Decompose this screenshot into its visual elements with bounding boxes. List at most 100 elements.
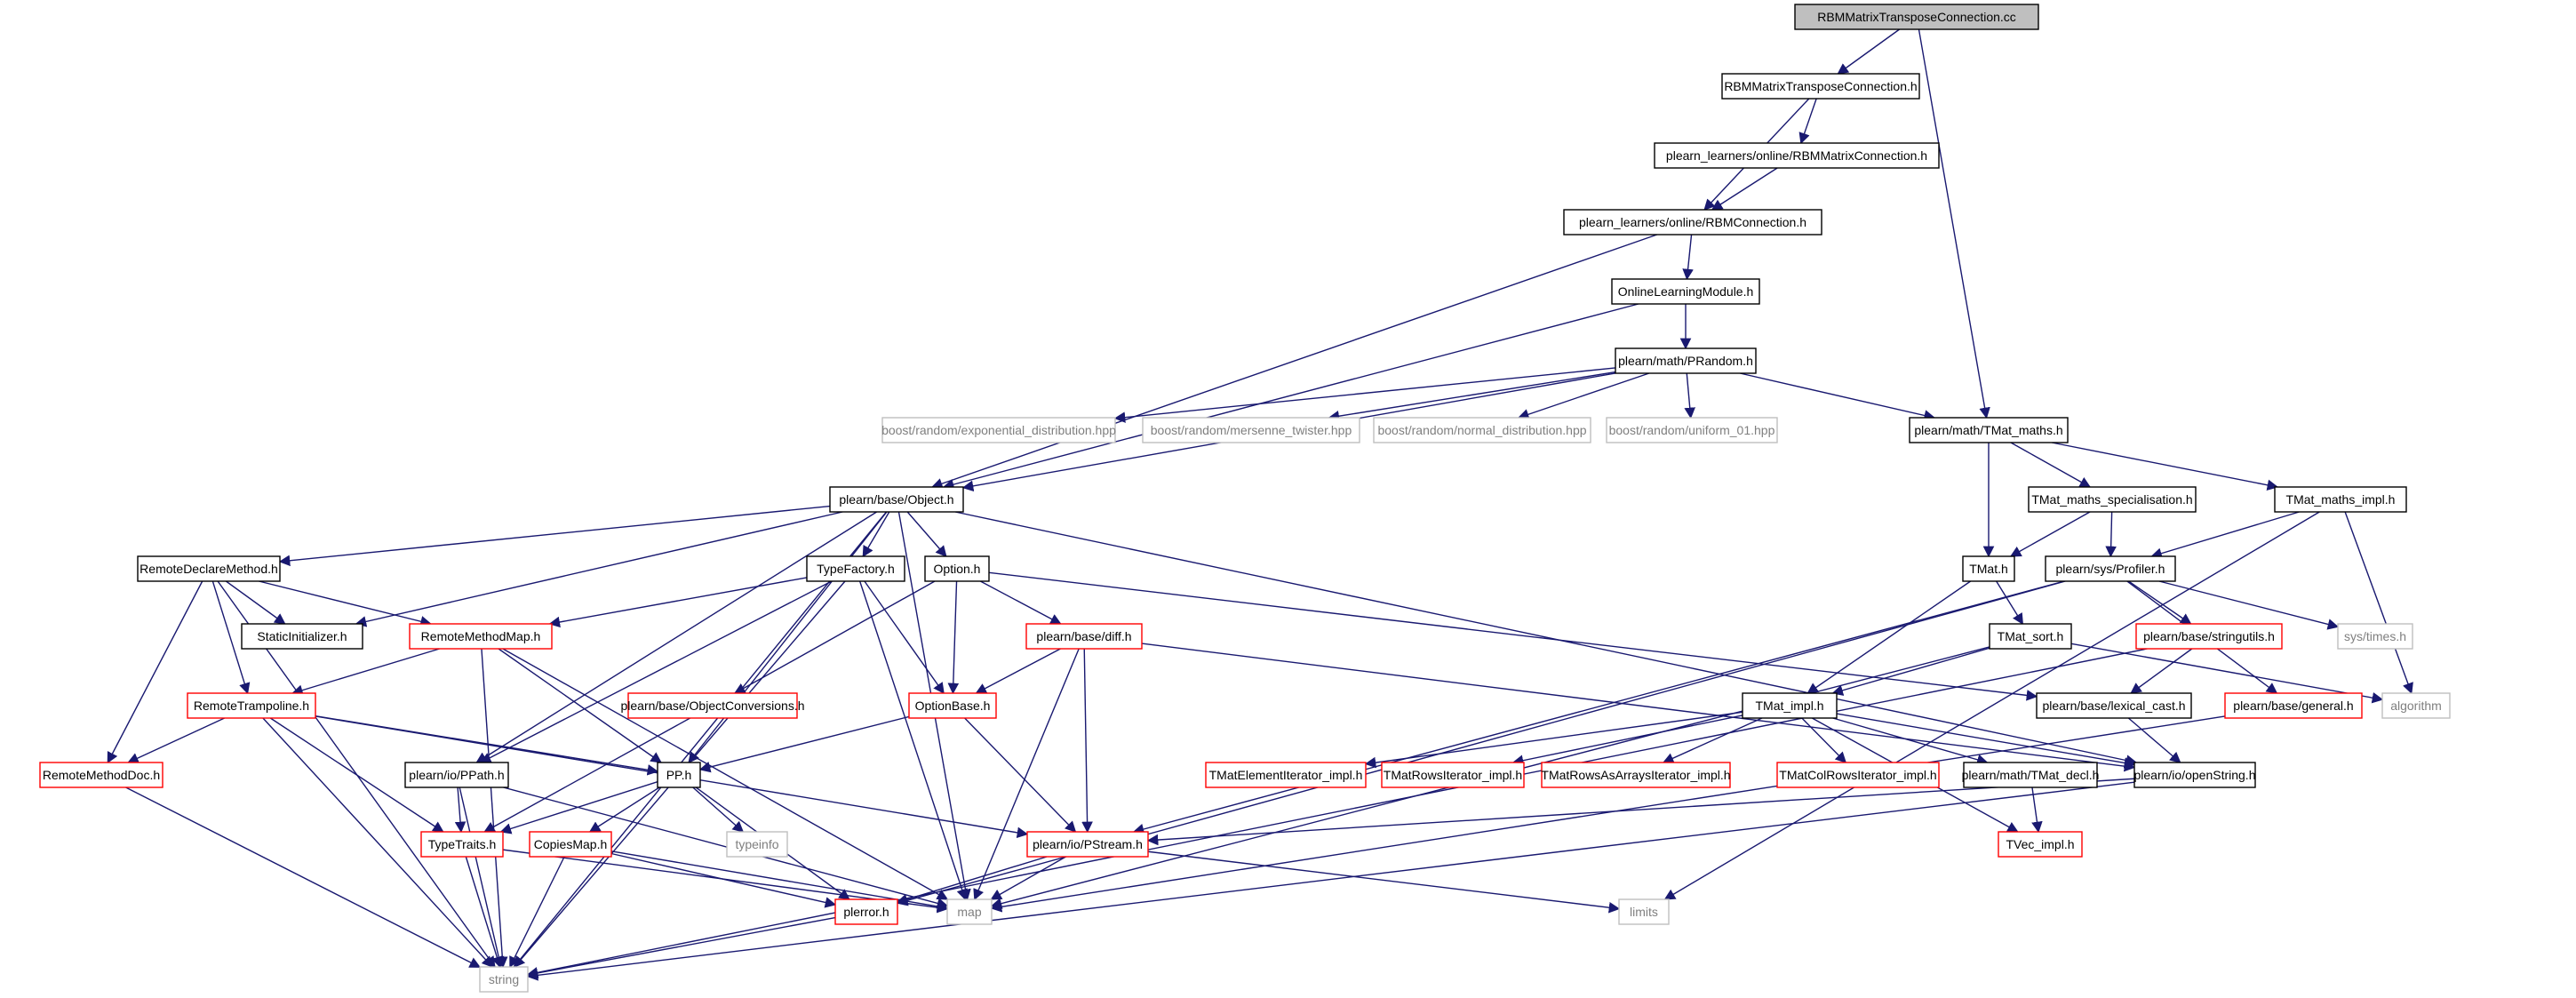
node-rbmmc-h[interactable]: plearn_learners/online/RBMMatrixConnecti… — [1654, 142, 1940, 169]
node-box — [829, 486, 964, 513]
edge-object_h-to-option_h — [906, 511, 947, 557]
node-limits[interactable]: limits — [1618, 898, 1670, 925]
node-option-h[interactable]: Option.h — [924, 555, 990, 582]
node-box — [1721, 73, 1920, 100]
node-label: CopiesMap.h — [534, 837, 608, 851]
node-string[interactable]: string — [479, 966, 529, 993]
node-typetraits-h[interactable]: TypeTraits.h — [420, 831, 504, 858]
node-typeinfo[interactable]: typeinfo — [726, 831, 788, 858]
node-tmat-impl-maths-h[interactable]: TMat_maths_impl.h — [2274, 486, 2407, 513]
edge-rmm_h-to-string — [481, 648, 508, 969]
edge-object_h-to-static_init_h — [355, 511, 843, 627]
node-label: plearn/io/PPath.h — [409, 768, 504, 782]
node-perror-h[interactable]: plerror.h — [834, 898, 898, 925]
node-stringutils-h[interactable]: plearn/base/stringutils.h — [2135, 623, 2283, 650]
node-rdm-h[interactable]: RemoteDeclareMethod.h — [137, 555, 281, 582]
node-label: TypeTraits.h — [428, 837, 497, 851]
node-prandom-h[interactable]: plearn/math/PRandom.h — [1615, 347, 1757, 374]
node-diff-h[interactable]: plearn/base/diff.h — [1025, 623, 1143, 650]
node-tmat-colrows-h[interactable]: TMatColRowsIterator_impl.h — [1776, 762, 1940, 788]
edge-rmm_h-to-rtramp_h — [291, 648, 440, 696]
node-openstring-h[interactable]: plearn/io/openString.h — [2133, 762, 2256, 788]
node-systimes-h[interactable]: sys/times.h — [2337, 623, 2413, 650]
edge-tmat_spec_h-to-profiler_h — [2105, 511, 2117, 558]
node-label: OnlineLearningModule.h — [1618, 284, 1754, 299]
node-tmat-maths-h[interactable]: plearn/math/TMat_maths.h — [1909, 417, 2069, 443]
node-label: plearn/base/diff.h — [1036, 629, 1131, 643]
edge-rdm_h-to-rmdoc_h — [107, 580, 203, 764]
node-map[interactable]: map — [946, 898, 993, 925]
node-label: plearn_learners/online/RBMMatrixConnecti… — [1666, 148, 1927, 163]
node-label: string — [489, 972, 519, 986]
node-label: TVec_impl.h — [2006, 837, 2074, 851]
edge-tmat_impl_maths_h-to-profiler_h — [2150, 511, 2300, 559]
edge-rtramp_h-to-typetraits_h — [269, 717, 444, 833]
node-label: map — [957, 905, 981, 919]
node-label: boost/random/uniform_01.hpp — [1609, 423, 1775, 437]
node-label: boost/random/exponential_distribution.hp… — [881, 423, 1116, 437]
edge-tmat_impl_h-to-openstring_h — [1836, 713, 2136, 769]
node-box — [187, 692, 316, 719]
node-boost-uni[interactable]: boost/random/uniform_01.hpp — [1606, 417, 1778, 443]
node-boost-mt[interactable]: boost/random/mersenne_twister.hpp — [1142, 417, 1360, 443]
node-tmat-sort-h[interactable]: TMat_sort.h — [1989, 623, 2072, 650]
node-copiesmap-h[interactable]: CopiesMap.h — [529, 831, 612, 858]
edge-prandom_h-to-boost_uni — [1684, 372, 1696, 419]
edge-rdm_h-to-rmm_h — [259, 580, 432, 627]
node-label: TMatColRowsIterator_impl.h — [1779, 768, 1936, 782]
node-box — [404, 762, 509, 788]
edge-openstring_h-to-string — [526, 781, 2135, 981]
node-rbmc-h[interactable]: plearn_learners/online/RBMConnection.h — [1563, 209, 1822, 236]
node-tmat-decl-h[interactable]: plearn/math/TMat_decl.h — [1962, 762, 2100, 788]
node-static-init-h[interactable]: StaticInitializer.h — [241, 623, 363, 650]
edge-pp_h-to-copiesmap_h — [588, 786, 660, 833]
node-profiler-h[interactable]: plearn/sys/Profiler.h — [2045, 555, 2176, 582]
node-boost-norm[interactable]: boost/random/normal_distribution.hpp — [1373, 417, 1591, 443]
node-tmat-spec-h[interactable]: TMat_maths_specialisation.h — [2028, 486, 2197, 513]
node-rtramp-h[interactable]: RemoteTrampoline.h — [187, 692, 316, 719]
node-label: plearn/sys/Profiler.h — [2056, 562, 2165, 576]
node-box — [924, 555, 990, 582]
node-tmat-rows-h[interactable]: TMatRowsIterator_impl.h — [1381, 762, 1525, 788]
node-rbmmtc-h[interactable]: RBMMatrixTransposeConnection.h — [1721, 73, 1920, 100]
node-box — [627, 692, 798, 719]
edge-rtramp_h-to-string — [262, 717, 493, 968]
node-optionbase-h[interactable]: OptionBase.h — [908, 692, 997, 719]
node-root[interactable]: RBMMatrixTransposeConnection.cc — [1794, 4, 2039, 30]
node-box — [806, 555, 905, 582]
node-pp-h[interactable]: PP.h — [657, 762, 701, 788]
edge-rtramp_h-to-rmdoc_h — [127, 717, 225, 763]
node-label: plearn/math/TMat_maths.h — [1914, 423, 2062, 437]
node-objconv-h[interactable]: plearn/base/ObjectConversions.h — [620, 692, 805, 719]
node-box — [1963, 762, 2098, 788]
node-rmm-h[interactable]: RemoteMethodMap.h — [409, 623, 553, 650]
edge-option_h-to-lexical_cast_h — [988, 571, 2038, 701]
edge-option_h-to-diff_h — [980, 580, 1062, 625]
node-algorithm[interactable]: algorithm — [2381, 692, 2451, 719]
node-object-h[interactable]: plearn/base/Object.h — [829, 486, 964, 513]
edge-pp_h-to-typetraits_h — [499, 781, 658, 834]
node-typefactory-h[interactable]: TypeFactory.h — [806, 555, 905, 582]
node-label: RemoteDeclareMethod.h — [140, 562, 278, 576]
node-label: plearn/io/openString.h — [2134, 768, 2256, 782]
node-boost-exp[interactable]: boost/random/exponential_distribution.hp… — [881, 417, 1116, 443]
edge-prandom_h-to-boost_mt — [1328, 371, 1616, 422]
node-pstream-h[interactable]: plearn/io/PStream.h — [1026, 831, 1149, 858]
node-olm-h[interactable]: OnlineLearningModule.h — [1611, 278, 1760, 305]
edge-objconv_h-to-typetraits_h — [483, 717, 691, 833]
node-tmat-elem-h[interactable]: TMatElementIterator_impl.h — [1205, 762, 1367, 788]
node-tvec-impl-h[interactable]: TVec_impl.h — [1998, 831, 2083, 858]
node-tmat-h[interactable]: TMat.h — [1962, 555, 2015, 582]
edge-copiesmap_h-to-perror_h — [610, 852, 837, 908]
edge-tmat_maths_h-to-tmat_impl_maths_h — [2051, 442, 2279, 491]
edge-profiler_h-to-systimes_h — [2158, 580, 2340, 630]
node-box — [1541, 762, 1731, 788]
node-tmat-impl-h[interactable]: TMat_impl.h — [1742, 692, 1838, 719]
node-lexical-cast-h[interactable]: plearn/base/lexical_cast.h — [2036, 692, 2192, 719]
node-tmat-rowsarr-h[interactable]: TMatRowsAsArraysIterator_impl.h — [1541, 762, 1731, 788]
node-rmdoc-h[interactable]: RemoteMethodDoc.h — [39, 762, 163, 788]
file-nodes: RBMMatrixTransposeConnection.ccRBMMatrix… — [39, 4, 2451, 993]
node-ppath-h[interactable]: plearn/io/PPath.h — [404, 762, 509, 788]
node-general-h[interactable]: plearn/base/general.h — [2224, 692, 2363, 719]
